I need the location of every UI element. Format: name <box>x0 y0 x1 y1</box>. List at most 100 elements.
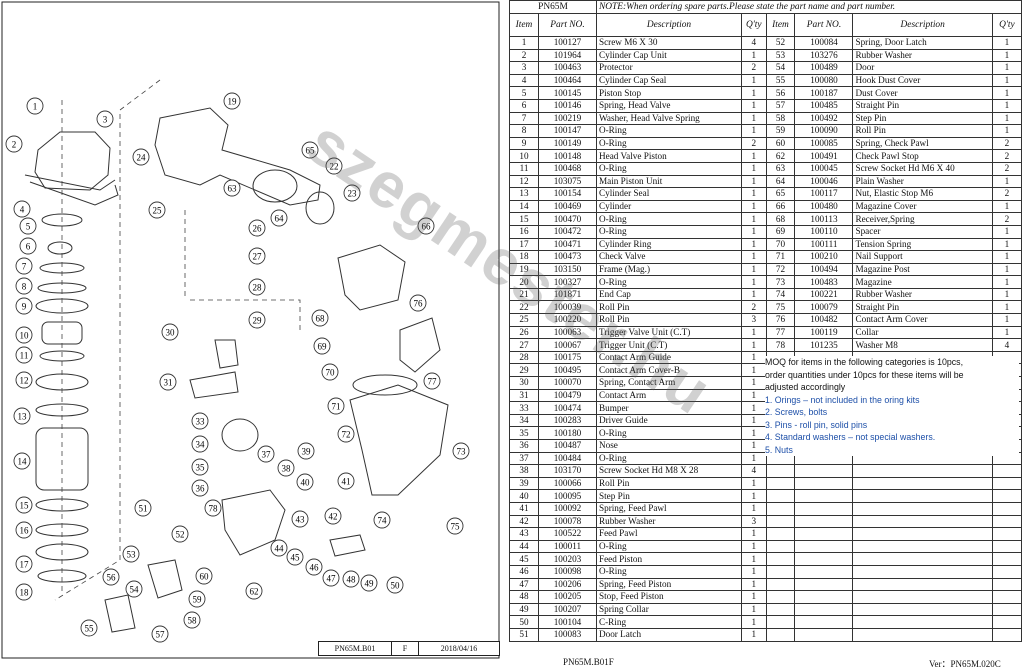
item-cell: 74 <box>765 287 796 302</box>
description-cell: Spring, Head Valve <box>595 98 742 113</box>
qty-cell: 1 <box>740 48 767 63</box>
item-cell: 68 <box>765 212 796 226</box>
qty-cell: 1 <box>991 250 1023 264</box>
part-no-cell: 100485 <box>794 98 854 113</box>
callout-23: 23 <box>343 184 361 202</box>
callout-circle <box>337 425 355 443</box>
part-no-cell: 100066 <box>537 476 597 491</box>
part-no-cell: 101235 <box>794 338 854 352</box>
item-cell: 62 <box>765 149 796 163</box>
callout-circle <box>151 625 169 643</box>
cylinder-cap-shape <box>34 131 111 191</box>
item-cell: 19 <box>509 262 539 277</box>
callout-10: 10 <box>15 326 33 344</box>
callout-number: 13 <box>18 411 28 421</box>
callout-28: 28 <box>248 278 266 296</box>
qty-cell: 1 <box>740 401 767 415</box>
description-cell: C-Ring <box>595 615 742 629</box>
callout-circle <box>15 521 33 539</box>
qty-cell: 4 <box>740 36 767 50</box>
item-cell: 17 <box>509 237 539 252</box>
callout-42: 42 <box>324 507 342 525</box>
description-cell: Contact Arm Cover-B <box>595 363 742 378</box>
empty-cell <box>794 489 854 503</box>
qty-cell: 1 <box>740 376 767 390</box>
column-header-row: Item Part NO. Description Q'ty Item Part… <box>509 13 1023 37</box>
part-no-cell: 100489 <box>794 61 854 75</box>
callout-circle <box>96 110 114 128</box>
callout-circle <box>134 499 152 517</box>
description-cell: Spring, Feed Piston <box>595 577 742 592</box>
callout-65: 65 <box>301 141 319 159</box>
callout-number: 62 <box>250 586 259 596</box>
callout-36: 36 <box>191 479 209 497</box>
empty-cell <box>765 602 796 617</box>
qty-cell: 1 <box>740 439 767 453</box>
qty-cell: 1 <box>740 577 767 592</box>
qty-cell: 2 <box>740 61 767 75</box>
empty-cell <box>794 527 854 541</box>
description-cell: End Cap <box>595 287 742 302</box>
part-no-cell: 100085 <box>794 136 854 151</box>
callout-number: 55 <box>85 623 95 633</box>
callout-43: 43 <box>291 510 309 528</box>
part-no-cell: 101871 <box>537 287 597 302</box>
callout-number: 42 <box>329 511 338 521</box>
callout-22: 22 <box>325 157 343 175</box>
callout-35: 35 <box>191 458 209 476</box>
callout-26: 26 <box>248 219 266 237</box>
callout-circle <box>423 372 441 390</box>
qty-cell: 1 <box>740 325 767 340</box>
item-cell: 31 <box>509 388 539 403</box>
col-qty: Q'ty <box>740 13 767 37</box>
callout-circle <box>122 545 140 563</box>
callout-circle <box>161 323 179 341</box>
part-no-cell: 100480 <box>794 199 854 214</box>
callout-number: 33 <box>196 416 206 426</box>
part-no-cell: 100084 <box>794 36 854 50</box>
callout-number: 66 <box>422 221 432 231</box>
description-cell: O-Ring <box>595 136 742 151</box>
part-no-cell: 100090 <box>794 124 854 138</box>
item-cell: 46 <box>509 564 539 579</box>
qty-cell: 2 <box>991 212 1023 226</box>
callout-circle <box>277 459 295 477</box>
description-cell: Door <box>852 61 993 75</box>
item-cell: 50 <box>509 615 539 629</box>
description-cell: Rubber Washer <box>852 287 993 302</box>
parts-table: PN65M NOTE:When ordering spare parts.Ple… <box>509 0 1023 642</box>
callout-38: 38 <box>277 459 295 477</box>
item-cell: 52 <box>765 36 796 50</box>
description-cell: O-Ring <box>595 539 742 554</box>
item-cell: 71 <box>765 250 796 264</box>
item-cell: 53 <box>765 48 796 63</box>
callout-circle <box>15 346 33 364</box>
cylinder-cap-seal-shape <box>29 181 119 206</box>
callout-circle <box>13 452 31 470</box>
part-no-cell: 100483 <box>794 275 854 289</box>
qty-cell: 4 <box>740 464 767 478</box>
callout-number: 71 <box>332 401 341 411</box>
part-no-cell: 100468 <box>537 161 597 176</box>
item-cell: 41 <box>509 501 539 516</box>
part-no-cell: 100522 <box>537 527 597 541</box>
item-cell: 77 <box>765 325 796 340</box>
empty-cell <box>991 590 1023 604</box>
description-cell: Washer, Head Valve Spring <box>595 111 742 126</box>
callout-76: 76 <box>409 294 427 312</box>
description-cell: Door Latch <box>595 627 742 642</box>
part-no-cell: 100146 <box>537 98 597 113</box>
empty-cell <box>794 564 854 579</box>
part-no-cell: 100067 <box>537 338 597 352</box>
moq-item-4: 4. Standard washers – not special washer… <box>765 432 936 442</box>
item-cell: 30 <box>509 376 539 390</box>
qty-cell: 1 <box>740 476 767 491</box>
diagram-rev: F <box>392 642 419 655</box>
